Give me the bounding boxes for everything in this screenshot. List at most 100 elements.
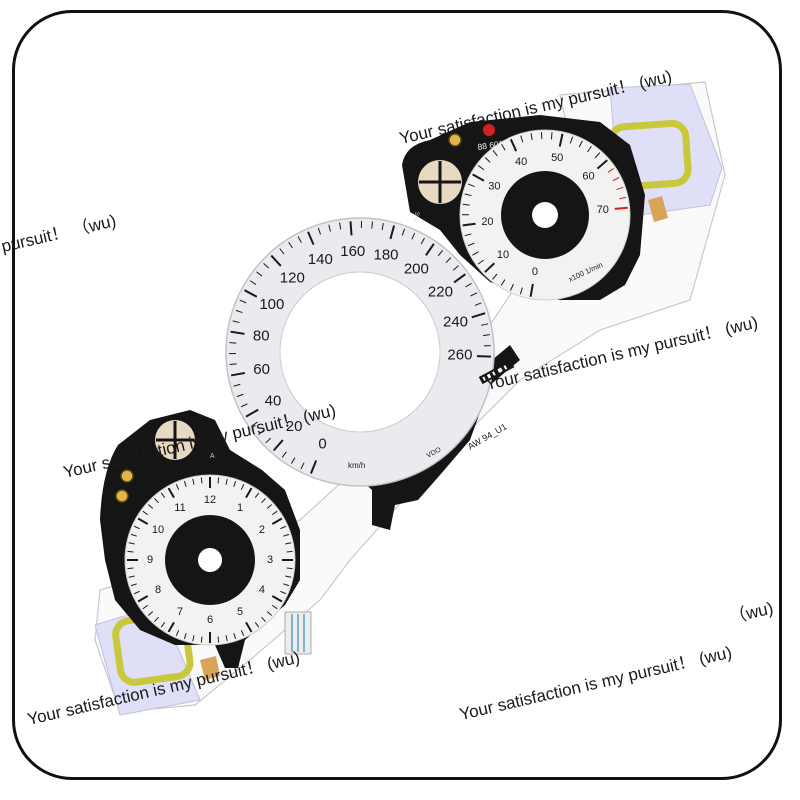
tachometer-tick: [477, 259, 485, 265]
speedometer-label: 260: [447, 346, 472, 363]
speedometer-tick: [452, 265, 459, 271]
clock-label: 1: [237, 502, 243, 514]
speedometer-tick: [480, 323, 489, 326]
clock-tick: [272, 604, 278, 610]
tachometer-label: 10: [497, 249, 509, 261]
clock-lamp-pad: [155, 420, 195, 460]
clock-tick: [160, 622, 166, 628]
tachometer-tick: [509, 138, 518, 152]
clock-tick: [192, 635, 195, 642]
tachometer-tick: [594, 152, 601, 159]
tachometer-tick: [467, 183, 475, 187]
speedometer-tick: [471, 312, 486, 319]
clock-tick: [245, 487, 253, 499]
clock-tick: [130, 583, 137, 587]
speedometer-tick: [482, 334, 490, 337]
tab-amber-bottom: [200, 656, 220, 680]
speedometer-tick: [437, 250, 444, 257]
speedometer-tick: [290, 457, 296, 464]
tachometer-tick: [558, 133, 564, 147]
speedometer-tick: [236, 393, 244, 398]
speedometer-tick: [233, 383, 241, 387]
speedometer-tick: [453, 273, 466, 284]
speedometer-tick: [470, 292, 478, 297]
clock-tick: [271, 595, 283, 603]
clock-tick: [261, 616, 266, 623]
speedometer-tick: [445, 257, 452, 264]
tachometer-label: 40: [515, 156, 527, 168]
clock-tick: [130, 533, 137, 537]
speedometer-tick: [229, 363, 237, 366]
clock-tick: [183, 633, 187, 640]
clock-tick: [285, 542, 292, 545]
speedometer-label: 0: [318, 436, 326, 453]
clock-tick: [200, 636, 203, 643]
tachometer-tick: [596, 159, 608, 170]
speedometer-tick: [328, 224, 331, 232]
clock-tick: [283, 533, 290, 537]
speedometer-label: 120: [280, 269, 305, 286]
speedometer-label: 20: [286, 418, 303, 435]
speedometer-label: 60: [253, 361, 270, 378]
tachometer-ticks: [461, 132, 628, 297]
speedometer-tick: [401, 228, 406, 236]
tachometer-tick: [510, 283, 514, 291]
clock-tick: [142, 604, 148, 610]
speedometer-tick: [349, 221, 353, 236]
tachometer-tick: [472, 251, 479, 256]
clock-label: 8: [155, 584, 161, 596]
clock-tick: [167, 621, 175, 633]
speedometer-tick: [240, 403, 248, 408]
speedometer-label: 80: [253, 327, 270, 344]
tachometer-label: 50: [551, 152, 563, 164]
clock-label: 6: [207, 614, 213, 626]
clock-tick: [175, 630, 180, 637]
speedometer-ticks: [229, 221, 491, 474]
speedometer-tick: [288, 241, 293, 249]
clock-tick: [233, 480, 237, 487]
clock-tick: [128, 575, 135, 578]
tachometer-tick: [607, 168, 614, 173]
speedometer-tick: [239, 299, 247, 304]
tachometer-tick: [492, 273, 498, 280]
clock-tick: [283, 583, 290, 587]
tachometer-tick: [472, 173, 485, 182]
speedometer-tick: [244, 289, 258, 298]
clock-tick: [167, 487, 175, 499]
clock-tick: [147, 611, 154, 616]
speedometer-tick: [474, 302, 482, 306]
clock-tick: [271, 517, 283, 525]
speedometer-tick: [307, 231, 315, 246]
clock-ticks: [127, 477, 293, 643]
indicator-lamp-clock-1: [120, 469, 134, 483]
clock-label: 10: [152, 524, 164, 536]
clock-tick: [154, 616, 159, 623]
speedometer-tick: [230, 330, 245, 335]
clock-label: 11: [174, 502, 185, 514]
tachometer-tick: [520, 135, 524, 143]
clock-label: 4: [259, 584, 265, 596]
clock-label: 7: [177, 606, 183, 618]
clock-label: 5: [237, 606, 243, 618]
clock-tick: [233, 633, 237, 640]
speedometer-tick: [229, 342, 237, 344]
speedometer-tick: [230, 371, 246, 377]
connector-strip: [284, 611, 312, 655]
tachometer-tick: [550, 132, 553, 140]
clock-tick: [240, 630, 245, 637]
tachometer-tick: [464, 193, 472, 197]
speedometer-tick: [270, 254, 282, 267]
clock-tick: [127, 550, 134, 553]
speedometer-unit: km/h: [348, 461, 365, 470]
tachometer-label: 20: [481, 216, 493, 228]
clock-tick: [286, 550, 293, 553]
tacho-tab-mark: S.S: [414, 212, 422, 223]
speedometer-tick: [389, 225, 396, 240]
tachometer-tick: [464, 233, 472, 237]
speedometer-tick: [339, 222, 342, 230]
